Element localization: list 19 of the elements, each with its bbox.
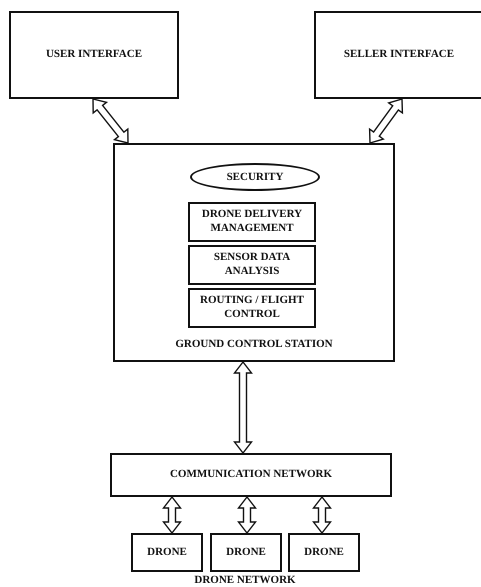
process-ellipse: SECURITY	[190, 163, 320, 191]
double-arrow	[237, 496, 257, 534]
station-frame	[113, 143, 395, 362]
process-box: SELLER INTERFACE	[314, 11, 481, 99]
group-label: DRONE NETWORK	[194, 574, 296, 586]
double-arrow	[312, 496, 332, 534]
double-arrow	[92, 98, 129, 144]
double-arrow	[368, 98, 404, 144]
process-box: DRONE	[210, 533, 282, 572]
process-box: DRONE	[288, 533, 360, 572]
process-box: DRONE	[131, 533, 203, 572]
process-box: ROUTING / FLIGHT CONTROL	[188, 288, 316, 328]
process-box: COMMUNICATION NETWORK	[110, 453, 392, 497]
frame-title: GROUND CONTROL STATION	[174, 338, 334, 350]
double-arrow	[162, 496, 182, 534]
process-box: USER INTERFACE	[9, 11, 179, 99]
double-arrow	[233, 360, 253, 454]
process-box: SENSOR DATA ANALYSIS	[188, 245, 316, 285]
process-box: DRONE DELIVERY MANAGEMENT	[188, 202, 316, 242]
